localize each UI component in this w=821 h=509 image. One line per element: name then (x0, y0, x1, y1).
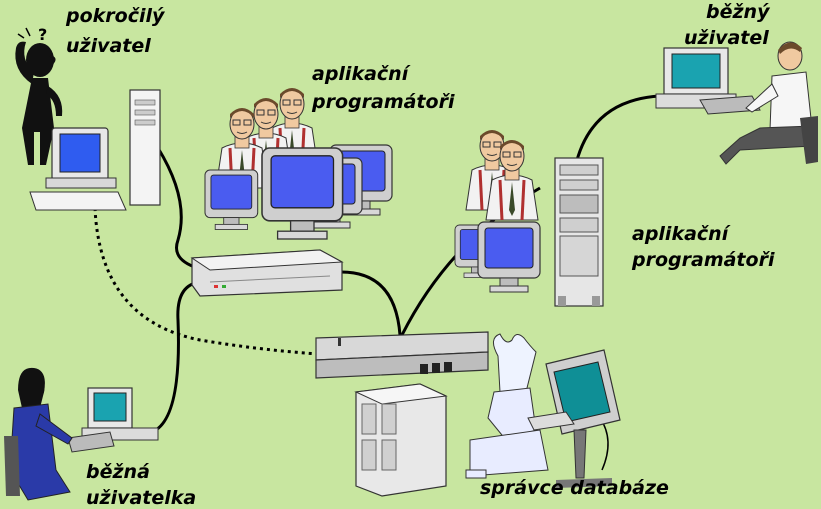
label-ordinary-user: běžný uživatel (684, 1, 771, 49)
label-ordinary-user-line2: uživatel (684, 27, 769, 49)
label-app-programmers-right: aplikační programátoři (631, 223, 775, 271)
ordinary-user-workstation (655, 47, 761, 115)
central-server (190, 249, 344, 297)
label-advanced-user-line2: uživatel (66, 35, 151, 57)
label-app-programmers-right-line2: programátoři (631, 249, 775, 271)
programmers-right-group (454, 128, 541, 293)
cable-rack-to-user (573, 94, 661, 169)
label-advanced-user-line1: pokročilý (65, 5, 166, 27)
label-db-admin: správce databáze (480, 477, 669, 499)
label-advanced-user: pokročilý uživatel (65, 5, 166, 57)
db-admin-figure (465, 333, 549, 479)
database-cabinet (354, 383, 448, 497)
thinking-marks-icon: ? (38, 25, 47, 44)
server-rack (554, 157, 604, 307)
label-female-user-line2: uživatelka (86, 487, 196, 509)
label-app-programmers-left-line1: aplikační (312, 63, 411, 85)
label-app-programmers-left-line2: programátoři (311, 91, 455, 113)
female-user-workstation (67, 387, 159, 453)
label-female-user-line1: běžná (86, 461, 150, 483)
network-hub (315, 331, 489, 379)
label-ordinary-user-line1: běžný (706, 1, 771, 23)
cable-dotted (93, 207, 319, 356)
label-female-user: běžná uživatelka (86, 461, 196, 509)
advanced-user-figure: ? (15, 25, 63, 165)
cable-admin-monitor (599, 417, 609, 471)
ordinary-user-figure (719, 41, 818, 165)
female-user-figure (4, 367, 73, 501)
db-admin-workstation (527, 349, 621, 488)
label-app-programmers-right-line1: aplikační (632, 223, 731, 245)
advanced-user-workstation (29, 89, 161, 211)
cable-advanced-user (156, 147, 206, 272)
label-app-programmers-left: aplikační programátoři (311, 63, 455, 113)
cable-server-to-hub (337, 270, 402, 336)
cable-female-user (151, 280, 201, 434)
